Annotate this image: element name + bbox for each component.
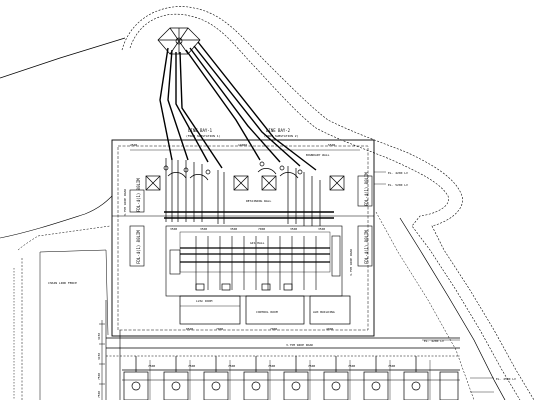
side-note-4: EL. 4500 LV (496, 377, 516, 381)
left-block-label-a: FDL-4(1) 80LIM (136, 230, 141, 264)
side-note-3: EL. 4200 LV (424, 339, 444, 343)
gis-hall-label: GIS HALL (250, 241, 265, 245)
line-bay-label-1: LINE BAY-1 (188, 128, 213, 133)
left-road-label: 3.75M WIDE ROAD (123, 189, 127, 216)
dim-row-6: 3500 (318, 227, 325, 231)
top-dimensions: 2500 14000 5500 BOUNDARY WALL RETAINING … (130, 143, 335, 203)
right-block-label-b: FDL-4(1) 80LIM (364, 230, 369, 264)
dim-bottom-6: 7500 (348, 364, 355, 368)
dim-bottom-7: 7500 (388, 364, 395, 368)
site-boundary-outline (121, 6, 535, 401)
elevation-leaders (374, 171, 494, 393)
dim-lower-3: 7000 (270, 327, 277, 331)
dim-bottom-5: 7500 (308, 364, 315, 368)
dim-bottom-2: 7500 (188, 364, 195, 368)
bottom-dims: 7500 7500 7500 7500 7500 7500 7500 (148, 364, 395, 368)
line-bay-sublabel-2: (FROM SUBSTATION 2) (264, 134, 299, 138)
line-bay-sublabel-1: (FROM SUBSTATION 1) (186, 134, 221, 138)
left-dim-2: 3150 (97, 353, 101, 360)
left-dim-4: 7500 (97, 391, 101, 398)
dim-lower-1: 8500 (186, 327, 193, 331)
transmission-tower-icon (157, 27, 201, 55)
dim-row-2: 3500 (200, 227, 207, 231)
side-note-2: EL. 5200 LV (388, 183, 408, 187)
dim-bottom-3: 7500 (228, 364, 235, 368)
feeder-bays (122, 356, 460, 401)
dim-bottom-1: 7500 (148, 364, 155, 368)
left-dim-1: 3150 (97, 333, 101, 340)
dim-row-4: 7000 (258, 227, 265, 231)
line-bay-label-2: LINE BAY-2 (266, 128, 291, 133)
building-labels: LVAC ROOM CONTROL ROOM AUX BUILDING 8500… (186, 299, 335, 331)
access-road (105, 300, 460, 400)
dim-lower-4: 4000 (326, 327, 333, 331)
aux-building-label: AUX BUILDING (313, 310, 335, 314)
dim-top-3: 5500 (328, 143, 335, 147)
side-block-labels: FDL-4(1) 80LIM FDL-4(1) 80LIM FDL-4(1) 8… (123, 172, 369, 276)
elevation-notes: EL. 4200 LV EL. 5200 LV EL. 4200 LV EL. … (388, 171, 516, 381)
terrain-contours (0, 37, 126, 400)
left-dims: 3150 3150 7500 7500 (97, 333, 101, 398)
switchyard-row-dims: 3500 3500 3500 7000 3500 3500 (170, 227, 325, 231)
left-dimension-ticks (99, 320, 105, 400)
side-blocks (129, 175, 373, 267)
road-labels: 3.75M WIDE ROAD CHAIN LINK FENCE (48, 281, 313, 347)
right-block-label-a: FDL-4(1) 80LIM (364, 172, 369, 206)
dim-row-3: 3500 (230, 227, 237, 231)
dim-top-2: 14000 (238, 143, 247, 147)
fence-label: CHAIN LINK FENCE (48, 281, 77, 285)
gis-hall (165, 225, 343, 297)
left-block-label-b: FDL-4(1) 80LIM (136, 178, 141, 212)
bay-equipment (163, 158, 334, 226)
right-road-label: 3.75M WIDE ROAD (349, 249, 353, 276)
road-label: 3.75M WIDE ROAD (286, 343, 313, 347)
side-note-1: EL. 4200 LV (388, 171, 408, 175)
dim-top-1: 2500 (130, 143, 137, 147)
retaining-wall-label: RETAINING WALL (246, 199, 271, 203)
overhead-lines (159, 41, 317, 171)
dim-row-5: 3500 (290, 227, 297, 231)
line-bay-labels: LINE BAY-1 (FROM SUBSTATION 1) LINE BAY-… (186, 128, 299, 138)
left-dim-3: 7500 (97, 373, 101, 380)
control-building-label: CONTROL ROOM (256, 310, 278, 314)
boundary-wall-label: BOUNDARY WALL (306, 153, 330, 157)
dim-bottom-4: 7500 (268, 364, 275, 368)
switchyard-boundary (111, 139, 375, 337)
dim-lower-2: 7000 (216, 327, 223, 331)
dim-row-1: 3500 (170, 227, 177, 231)
buildings (179, 283, 351, 325)
lv-building-label: LVAC ROOM (196, 299, 212, 303)
gantry-structures (145, 175, 345, 191)
